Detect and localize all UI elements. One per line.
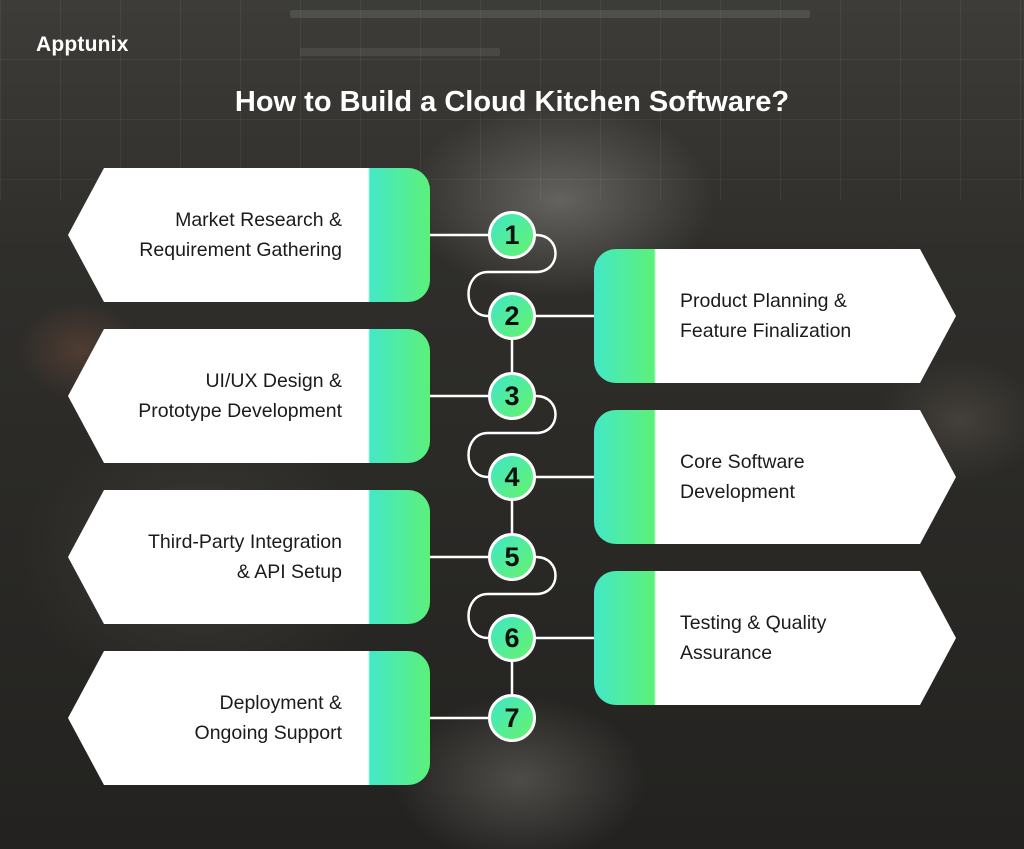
step-text: Product Planning & Feature Finalization	[680, 249, 851, 383]
step-number-5: 5	[488, 533, 536, 581]
step-text: Third-Party Integration & API Setup	[148, 490, 342, 624]
page-title: How to Build a Cloud Kitchen Software?	[234, 86, 790, 118]
step-line: Third-Party Integration	[147, 531, 342, 553]
step-line: Assurance	[680, 642, 773, 664]
card-shape	[594, 571, 956, 705]
step-card-2: Product Planning & Feature Finalization	[594, 249, 956, 383]
shelf	[300, 48, 500, 56]
step-number-2: 2	[488, 292, 536, 340]
step-card-7: Deployment & Ongoing Support	[68, 651, 430, 785]
step-number-4: 4	[488, 453, 536, 501]
step-number-3: 3	[488, 372, 536, 420]
step-line: & API Setup	[236, 561, 342, 583]
step-card-4: Core Software Development	[594, 410, 956, 544]
step-line: UI/UX Design &	[205, 370, 342, 392]
step-text: Deployment & Ongoing Support	[195, 651, 342, 785]
card-shape	[68, 168, 430, 302]
step-card-3: UI/UX Design & Prototype Development	[68, 329, 430, 463]
step-card-1: Market Research & Requirement Gathering	[68, 168, 430, 302]
step-text: Market Research & Requirement Gathering	[139, 168, 342, 302]
step-line: Testing & Quality	[680, 612, 827, 634]
step-number-6: 6	[488, 614, 536, 662]
step-number-7: 7	[488, 694, 536, 742]
card-shape	[594, 249, 956, 383]
step-line: Development	[680, 481, 795, 503]
step-line: Deployment &	[219, 692, 342, 714]
step-line: Feature Finalization	[680, 320, 852, 342]
step-line: Core Software	[680, 451, 805, 473]
step-text: UI/UX Design & Prototype Development	[138, 329, 342, 463]
step-line: Market Research &	[175, 209, 342, 231]
card-shape	[68, 490, 430, 624]
step-card-5: Third-Party Integration & API Setup	[68, 490, 430, 624]
step-line: Product Planning &	[680, 290, 847, 312]
card-shape	[68, 651, 430, 785]
step-line: Requirement Gathering	[139, 239, 342, 261]
step-number-1: 1	[488, 211, 536, 259]
step-text: Core Software Development	[680, 410, 805, 544]
step-line: Prototype Development	[138, 400, 342, 422]
wall-tiles	[0, 0, 1024, 200]
step-text: Testing & Quality Assurance	[680, 571, 826, 705]
card-shape	[68, 329, 430, 463]
step-line: Ongoing Support	[194, 722, 342, 744]
step-card-6: Testing & Quality Assurance	[594, 571, 956, 705]
card-shape	[594, 410, 956, 544]
shelf	[290, 10, 810, 18]
brand-logo: Apptunix	[36, 33, 129, 56]
